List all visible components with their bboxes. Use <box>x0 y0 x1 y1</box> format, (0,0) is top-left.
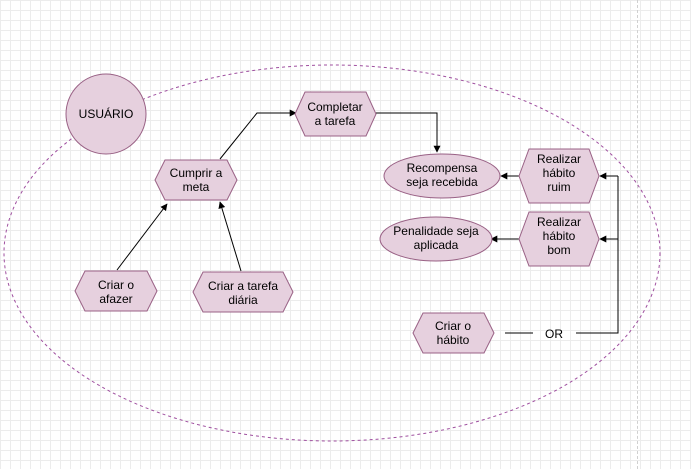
node-label: ruim <box>547 180 570 194</box>
node-label: Completar <box>307 100 362 114</box>
node-criar-habito[interactable]: Criar o hábito <box>412 312 495 354</box>
node-label: aplicada <box>414 238 459 252</box>
edge-completar-to-recompensa <box>376 112 441 153</box>
or-label: OR <box>545 327 563 341</box>
node-label: Criar o <box>98 278 134 292</box>
node-recompensa[interactable]: Recompensa seja recebida <box>383 153 501 199</box>
edge-tarefa-diaria-to-meta <box>218 201 242 272</box>
node-label: seja recebida <box>406 175 478 189</box>
node-label: a tarefa <box>315 114 356 128</box>
edge-or-split <box>576 176 619 334</box>
grid-guide-line <box>637 0 638 469</box>
node-label: Cumprir a <box>170 166 223 180</box>
node-label: Realizar <box>537 215 581 229</box>
node-label: Criar o <box>435 319 471 333</box>
actor-usuario[interactable]: USUÁRIO <box>65 73 147 155</box>
node-label: Criar a tarefa <box>208 279 278 293</box>
node-label: Penalidade seja <box>393 224 479 238</box>
node-cumprir-meta[interactable]: Cumprir a meta <box>154 159 238 201</box>
system-boundary <box>3 64 661 442</box>
node-label: hábito <box>543 166 576 180</box>
node-label: diária <box>228 293 258 307</box>
actor-label: USUÁRIO <box>79 106 134 121</box>
node-label: bom <box>547 243 570 257</box>
edge-meta-to-completar <box>219 109 297 160</box>
node-label: Recompensa <box>407 161 478 175</box>
node-habito-bom[interactable]: Realizar hábito bom <box>518 211 600 267</box>
node-label: meta <box>183 180 210 194</box>
node-label: Realizar <box>537 152 581 166</box>
node-label: hábito <box>437 333 470 347</box>
node-label: hábito <box>543 229 576 243</box>
node-label: afazer <box>99 292 132 306</box>
node-completar-tarefa[interactable]: Completar a tarefa <box>294 91 377 137</box>
node-criar-afazer[interactable]: Criar o afazer <box>74 270 158 312</box>
node-criar-tarefa-diaria[interactable]: Criar a tarefa diária <box>192 271 294 313</box>
node-habito-ruim[interactable]: Realizar hábito ruim <box>518 148 600 204</box>
edge-afazer-to-meta <box>116 203 168 271</box>
node-penalidade[interactable]: Penalidade seja aplicada <box>379 216 493 262</box>
